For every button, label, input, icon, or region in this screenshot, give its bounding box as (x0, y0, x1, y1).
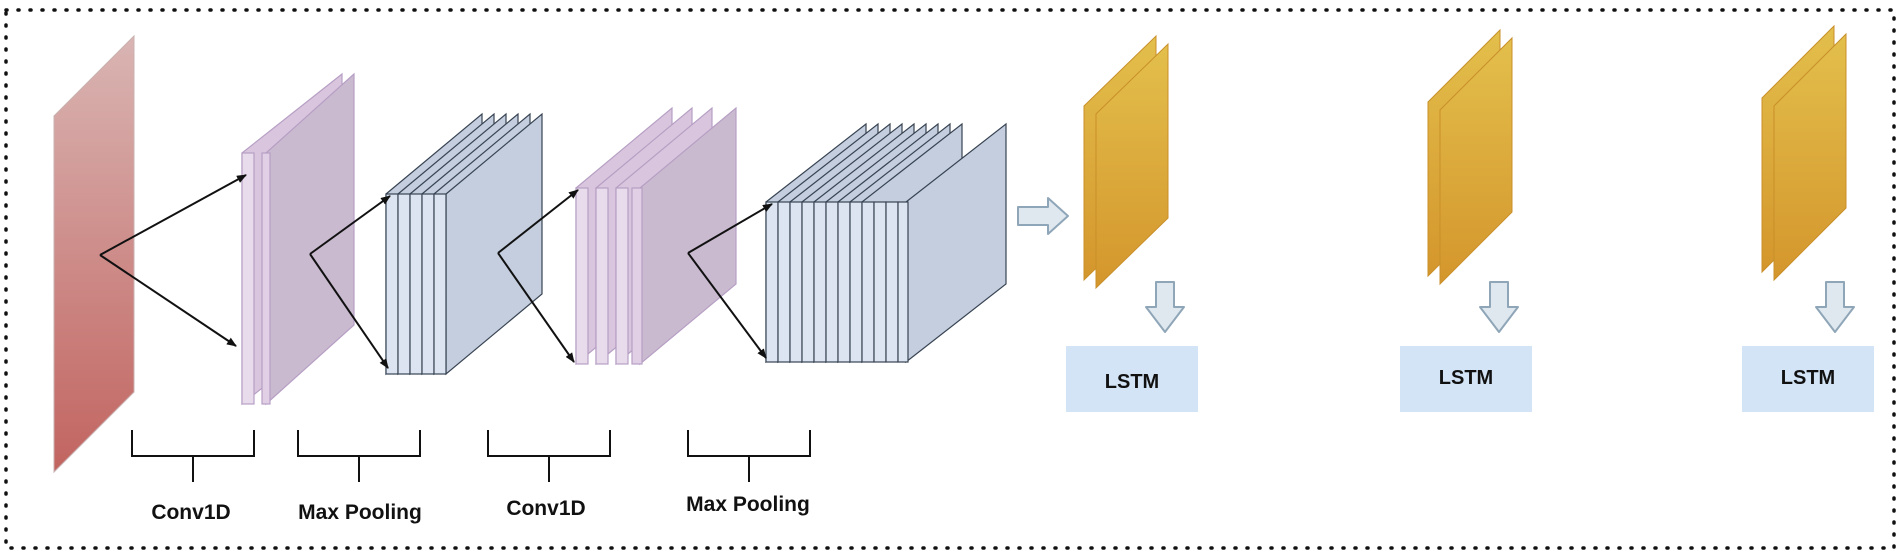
feature-map-sheet-edge (595, 187, 609, 365)
flow-arrow-down (1145, 281, 1185, 333)
conv1d-layer-1 (241, 72, 355, 406)
kernel-arrow (497, 252, 575, 363)
dotted-frame (4, 8, 1896, 550)
lstm-label: LSTM (1105, 371, 1159, 393)
lstm-feature-sheet (1773, 32, 1847, 282)
lstm-unit-3: LSTM (1742, 24, 1874, 412)
feature-map-sheet-edge (397, 193, 411, 375)
kernel-arrow (99, 174, 247, 256)
input-sheet (53, 34, 135, 474)
lstm-feature-sheet (1095, 42, 1169, 290)
lstm-unit-1: LSTM (1066, 34, 1198, 412)
kernel-arrow (99, 254, 237, 347)
lstm-feature-sheet (1439, 36, 1513, 286)
feature-map-sheet-edge (765, 201, 779, 363)
feature-map-sheet-edge (861, 201, 875, 363)
kernel-arrows (99, 174, 773, 369)
feature-map-sheet-edge (615, 187, 629, 365)
kernel-arrow (497, 189, 579, 254)
stage-bracket-maxpool-2 (687, 430, 811, 482)
kernel-arrow (309, 253, 389, 369)
pooling-layer-2 (765, 122, 1007, 364)
feature-map-sheet-edge (421, 193, 435, 375)
kernel-arrow (687, 203, 773, 254)
stage-label: Max Pooling (686, 493, 810, 516)
feature-map-sheet-edge (873, 201, 887, 363)
flow-arrow-down (1815, 281, 1855, 333)
pooling-layer-1 (385, 112, 543, 376)
feature-map-sheet-edge (849, 201, 863, 363)
lstm-unit-2: LSTM (1400, 28, 1532, 412)
stage-label: Conv1D (506, 497, 585, 520)
flow-arrow-down (1479, 281, 1519, 333)
feature-map-sheet-edge (575, 187, 589, 365)
stage-bracket-conv1d-2 (487, 430, 611, 482)
feature-map-sheet-edge (241, 152, 255, 405)
feature-map-sheet-edge (385, 193, 399, 375)
stage-bracket-conv1d-1 (131, 430, 255, 482)
lstm-label: LSTM (1781, 367, 1835, 389)
lstm-box (1742, 346, 1874, 412)
kernel-arrow (687, 252, 767, 359)
feature-map-sheet-edge (801, 201, 815, 363)
kernel-arrow (309, 195, 391, 255)
stage-label: Max Pooling (298, 501, 422, 524)
feature-map-sheet-edge (837, 201, 851, 363)
lstm-box (1400, 346, 1532, 412)
lstm-label: LSTM (1439, 367, 1493, 389)
feature-map-sheet-edge (825, 201, 839, 363)
conv1d-layer-2 (575, 106, 737, 366)
feature-map-sheet-edge (409, 193, 423, 375)
feature-map-sheet-edge (789, 201, 803, 363)
stage-brackets (131, 430, 811, 482)
feature-map-sheet-edge (885, 201, 899, 363)
feature-map-sheet-edge (433, 193, 447, 375)
feature-map-sheet-edge (897, 201, 909, 363)
stage-label: Conv1D (151, 501, 230, 524)
flow-arrow-right (1017, 197, 1069, 235)
stage-bracket-maxpool-1 (297, 430, 421, 482)
lstm-box (1066, 346, 1198, 412)
feature-map-sheet-edge (777, 201, 791, 363)
feature-map-sheet-edge (631, 187, 643, 365)
feature-map-sheet-edge (813, 201, 827, 363)
feature-map-sheet-edge (261, 152, 271, 405)
